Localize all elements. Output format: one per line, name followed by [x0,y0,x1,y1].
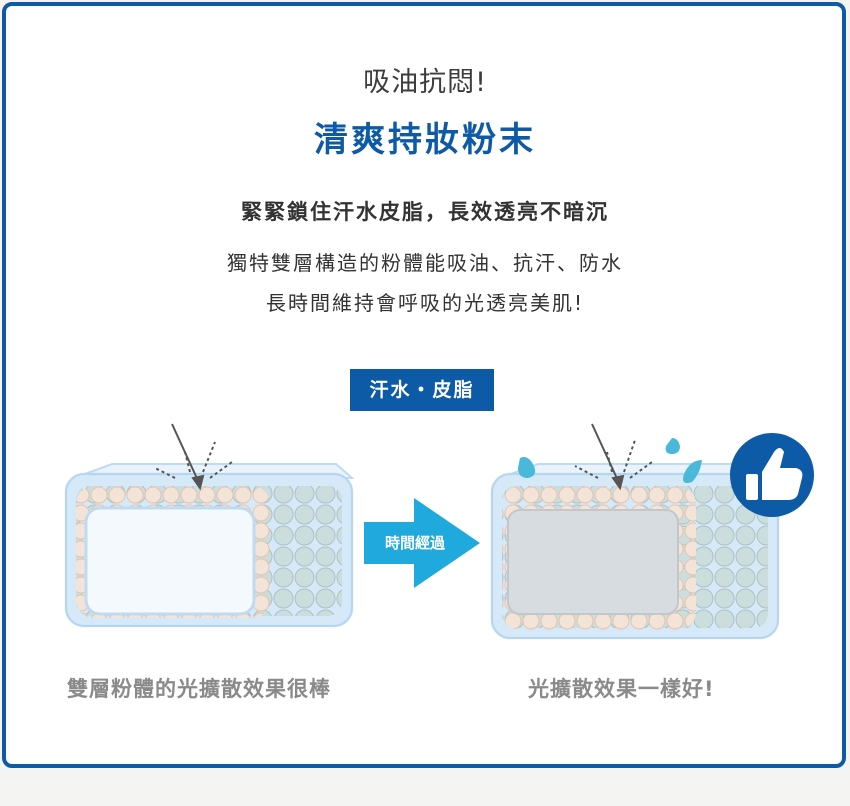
thumbs-up-icon [730,433,814,517]
time-passes-arrow [364,498,480,588]
arrow-label: 時間經過 [384,534,445,552]
water-drop-icon [518,438,702,483]
light-arrow-icon [574,423,653,491]
description-line-2: 長時間維持會呼吸的光透亮美肌! [265,291,585,315]
caption-left: 雙層粉體的光擴散效果很棒 [67,677,331,701]
left-powder-capsule [64,463,355,628]
description-line-1: 獨特雙層構造的粉體能吸油、抗汗、防水 [227,251,623,275]
sweat-sebum-tag: 汗水・皮脂 [350,369,494,411]
page-title: 清爽持妝粉末 [314,120,536,160]
light-arrow-icon [154,423,233,491]
subtitle: 吸油抗悶! [363,67,487,98]
headline: 緊緊鎖住汗水皮脂，長效透亮不暗沉 [241,200,609,224]
caption-right: 光擴散效果一樣好! [528,677,715,701]
right-powder-capsule [490,463,781,640]
